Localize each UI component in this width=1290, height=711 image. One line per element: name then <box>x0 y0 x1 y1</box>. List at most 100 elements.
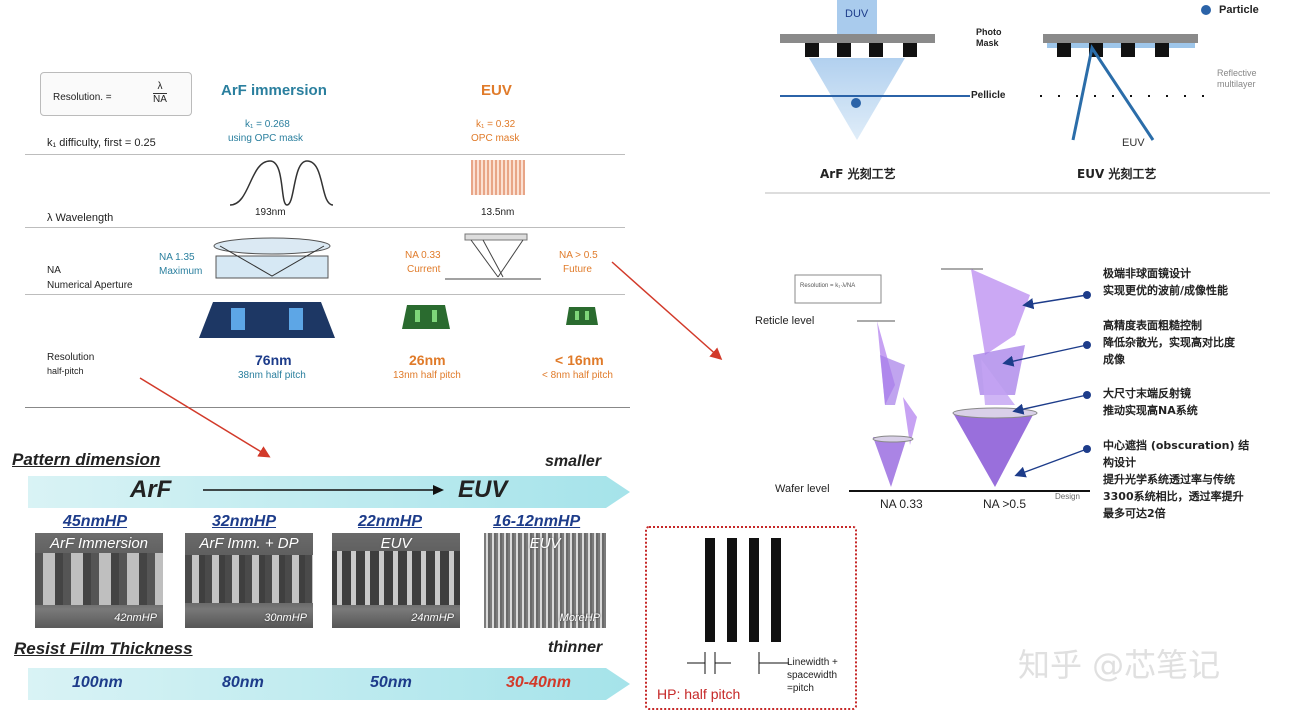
watermark: 知乎 @芯笔记 <box>1018 646 1221 684</box>
callout-arrows <box>1002 291 1091 478</box>
row-label-k1: k₁ difficulty, first = 0.25 <box>47 137 156 149</box>
euv-pattern-icon-2 <box>566 307 598 325</box>
pitch-bar <box>771 538 781 642</box>
euv-k1-note: OPC mask <box>471 133 520 144</box>
sem-label: ArF Imm. + DP <box>199 535 299 552</box>
pellicle-label: Pellicle <box>971 90 1006 101</box>
euv-resolution-value-1: 26nm <box>409 352 446 368</box>
arf-na-value: NA 1.35 <box>159 252 195 263</box>
resolution-formula-small: Resolution = k₁·λ/NA <box>800 283 856 289</box>
resist-thickness-title: Resist Film Thickness <box>14 639 193 658</box>
thickness-30-40: 30-40nm <box>506 674 571 691</box>
thinner-label: thinner <box>548 639 603 656</box>
euv-k1-value: k₁ = 0.32 <box>476 119 516 130</box>
euv-na1-value: NA 0.33 <box>405 250 441 261</box>
euv-na2-value: NA > 0.5 <box>559 250 598 261</box>
sem-caption: MoreHP <box>559 612 600 624</box>
sem-image-arf-dp: ArF Imm. + DP 30nmHP <box>185 533 313 628</box>
arf-pattern-icon <box>199 302 335 338</box>
arf-process-caption: ArF 光刻工艺 <box>820 167 896 181</box>
particle-legend-label: Particle <box>1219 4 1259 16</box>
pitch-dimension-marks <box>687 652 789 674</box>
row-label-na-sub: Numerical Aperture <box>47 280 133 291</box>
euv-pattern-icon-1 <box>402 305 450 329</box>
sem-image-arf-immersion: ArF Immersion 42nmHP <box>35 533 163 628</box>
thickness-arrow-band <box>28 668 630 700</box>
table-divider <box>25 227 625 228</box>
arf-na-note: Maximum <box>159 266 203 277</box>
table-divider <box>25 294 625 295</box>
callout-note-1: 极端非球面镜设计 实现更优的波前/成像性能 <box>1103 267 1229 297</box>
arrow-arf-label: ArF <box>130 476 172 503</box>
euv-na2-note: Future <box>563 264 592 275</box>
arf-lens-icon <box>213 237 331 279</box>
arf-resolution-note: 38nm half pitch <box>238 370 306 381</box>
pitch-bar <box>727 538 737 642</box>
arf-k1-note: using OPC mask <box>228 133 304 144</box>
euv-na1-note: Current <box>407 264 441 275</box>
pitch-bar <box>705 538 715 642</box>
thickness-80: 80nm <box>222 674 264 691</box>
euv-resolution-value-2: < 16nm <box>555 352 604 368</box>
sem-label: EUV <box>380 535 412 552</box>
column-title-arf: ArF immersion <box>221 82 327 99</box>
euv-resolution-note-1: 13nm half pitch <box>393 370 461 381</box>
hp-label-22: 22nmHP <box>358 513 423 530</box>
na-033-label: NA 0.33 <box>880 497 923 511</box>
callout-note-2: 高精度表面粗糙控制 降低杂散光，实现高对比度 成像 <box>1103 319 1235 366</box>
sem-image-euv-16: EUV MoreHP <box>484 533 606 628</box>
column-title-euv: EUV <box>481 82 512 99</box>
row-label-resolution: Resolution <box>47 352 95 363</box>
half-pitch-label: HP: half pitch <box>657 686 741 702</box>
pellicle-diagram <box>765 0 1270 194</box>
reflective-multilayer-label: Reflective multilayer <box>1217 68 1257 89</box>
euv-process-caption: EUV 光刻工艺 <box>1077 167 1157 181</box>
sem-label: ArF Immersion <box>49 535 149 552</box>
row-label-na: NA <box>47 265 61 276</box>
euv-wavelength-value: 13.5nm <box>481 207 515 218</box>
sem-image-euv-22: EUV 24nmHP <box>332 533 460 628</box>
hp-label-32: 32nmHP <box>212 513 277 530</box>
sem-caption: 24nmHP <box>411 612 454 624</box>
row-label-resolution-sub: half-pitch <box>47 366 84 376</box>
row-label-wavelength: λ Wavelength <box>47 212 114 224</box>
pitch-note: Linewidth + spacewidth =pitch <box>787 657 838 694</box>
duv-label: DUV <box>845 8 869 20</box>
reticle-level-label: Reticle level <box>755 315 815 327</box>
pattern-dimension-panel: Pattern dimension smaller ArF EUV 45nmHP… <box>0 445 640 711</box>
resolution-formula-label: Resolution. = <box>53 92 112 103</box>
hp-label-16-12: 16-12nmHP <box>493 513 581 530</box>
thickness-50: 50nm <box>370 674 412 691</box>
callout-note-4: 中心遮挡 (obscuration) 结 构设计 提升光学系统透过率与传统 33… <box>1103 439 1250 520</box>
table-divider <box>25 154 625 155</box>
smaller-label: smaller <box>545 453 602 470</box>
pellicle-comparison-panel: DUV Particle Photo Mask Pellicle Reflect… <box>765 0 1270 195</box>
high-na-optics-panel: Resolution = k₁·λ/NA Reticle level Wafer… <box>745 255 1290 540</box>
hp-label-45: 45nmHP <box>63 513 128 530</box>
progress-arrow-band <box>28 476 630 508</box>
arf-k1-value: k₁ = 0.268 <box>245 119 290 130</box>
half-pitch-box: Linewidth + spacewidth =pitch HP: half p… <box>645 526 857 710</box>
pitch-bar <box>749 538 759 642</box>
sem-caption: 42nmHP <box>114 612 157 624</box>
photomask-label: Photo Mask <box>976 27 1002 48</box>
wafer-level-label: Wafer level <box>775 483 830 495</box>
euv-resolution-note-2: < 8nm half pitch <box>542 370 613 381</box>
sem-caption: 30nmHP <box>264 612 307 624</box>
euv-wave-icon <box>471 160 525 195</box>
design-label: Design <box>1055 492 1080 501</box>
sem-label: EUV <box>529 535 561 552</box>
pattern-dimension-title: Pattern dimension <box>12 450 161 469</box>
euv-beam-label: EUV <box>1122 137 1145 149</box>
arf-wavelength-value: 193nm <box>255 207 286 218</box>
thickness-100: 100nm <box>72 674 123 691</box>
arrow-euv-label: EUV <box>458 476 508 503</box>
na-05-label: NA >0.5 <box>983 497 1027 511</box>
arf-resolution-value: 76nm <box>255 352 292 368</box>
arf-wave-icon <box>229 160 334 206</box>
callout-note-3: 大尺寸末端反射镜 推动实现高NA系统 <box>1103 387 1198 417</box>
